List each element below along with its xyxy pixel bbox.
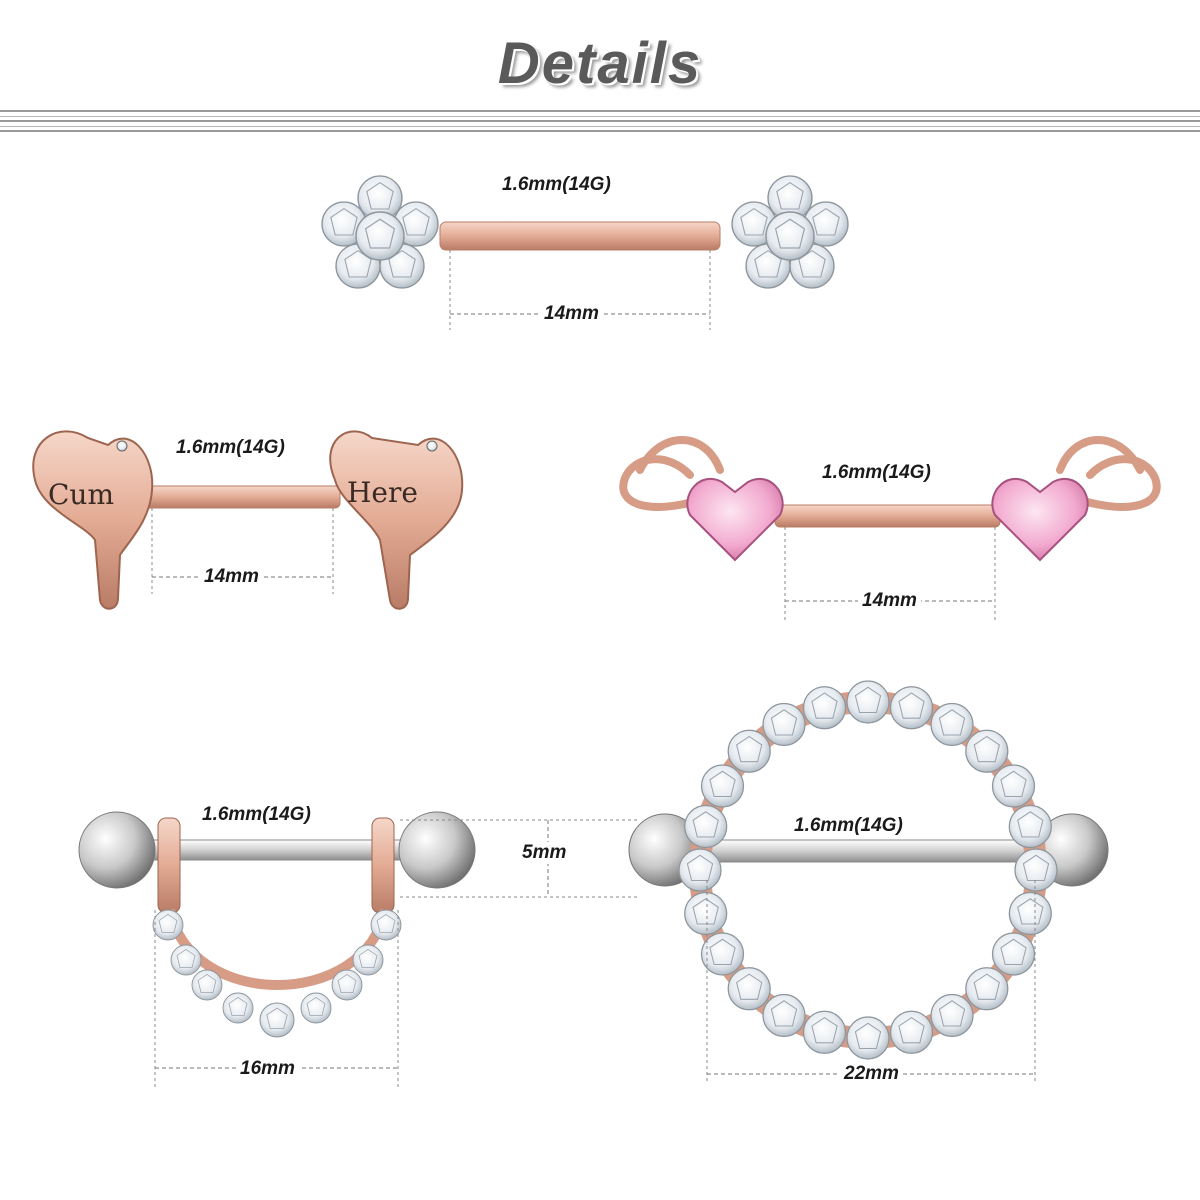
ring-stone	[684, 891, 728, 936]
crescent-stones	[152, 909, 402, 1038]
engraving-left: Cum	[48, 478, 115, 511]
ring-stone	[727, 729, 771, 773]
heart-left	[32, 430, 154, 610]
open-heart-left	[619, 436, 724, 511]
header-divider	[0, 110, 1200, 136]
ring-stone	[802, 1010, 847, 1054]
ring-stone	[965, 967, 1009, 1011]
pink-heart-length-label: 14mm	[858, 590, 921, 612]
pink-gem-right	[991, 478, 1089, 562]
ring-stone	[991, 764, 1036, 808]
ring-stone	[1014, 848, 1058, 892]
pink-gem-left	[686, 478, 784, 562]
engraving-right: Here	[347, 476, 418, 509]
flower-gauge-label: 1.6mm(14G)	[498, 174, 615, 196]
ring-stone	[684, 804, 728, 849]
crescent-drop-label: 5mm	[518, 842, 571, 864]
flower-left	[321, 175, 439, 289]
ring-stone	[889, 1010, 934, 1054]
ring-stone	[930, 993, 974, 1038]
ring-stone	[802, 686, 847, 730]
circle-shield-illustration	[628, 680, 1109, 1082]
crescent-gauge-label: 1.6mm(14G)	[198, 804, 315, 826]
ring-stone	[700, 932, 745, 976]
circle-stones	[678, 680, 1058, 1060]
crescent-length-label: 16mm	[236, 1058, 299, 1080]
ring-stone	[846, 1016, 890, 1060]
ring-stone	[762, 993, 806, 1038]
ring-stone	[846, 680, 890, 724]
ring-stone	[700, 764, 745, 808]
cum-here-length-label: 14mm	[200, 566, 263, 588]
ring-stone	[965, 729, 1009, 773]
ring-stone	[930, 702, 974, 747]
cum-here-barbell-illustration	[32, 430, 464, 610]
heart-right	[329, 430, 464, 610]
crescent-shield-illustration	[78, 811, 640, 1090]
ring-stone	[889, 686, 934, 730]
ring-stone	[1008, 891, 1052, 936]
ring-stone	[1008, 804, 1052, 849]
circle-gauge-label: 1.6mm(14G)	[790, 815, 907, 837]
open-heart-right	[1056, 436, 1161, 511]
ring-stone	[762, 702, 806, 747]
flower-length-label: 14mm	[540, 303, 603, 325]
pink-heart-gauge-label: 1.6mm(14G)	[818, 462, 935, 484]
cum-here-gauge-label: 1.6mm(14G)	[172, 437, 289, 459]
circle-length-label: 22mm	[840, 1063, 903, 1085]
ring-stone	[678, 848, 722, 892]
page-title: Details	[497, 31, 703, 96]
ring-stone	[727, 967, 771, 1011]
flower-right	[731, 175, 849, 289]
ring-stone	[991, 932, 1036, 976]
pink-heart-barbell-illustration	[619, 436, 1161, 620]
